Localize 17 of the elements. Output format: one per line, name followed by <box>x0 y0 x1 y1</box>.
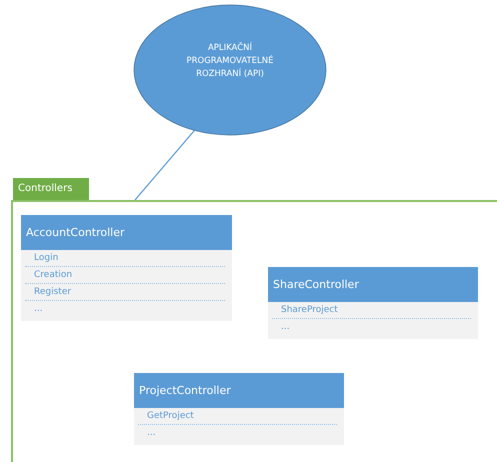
method-item: ShareProject <box>272 302 471 319</box>
method-item: Creation <box>25 267 225 284</box>
method-item: GetProject <box>138 408 337 425</box>
method-item: Login <box>25 250 225 267</box>
class-header: ShareController <box>268 267 478 302</box>
class-header: AccountController <box>21 215 232 250</box>
class-card <box>268 267 478 339</box>
class-card <box>134 373 344 445</box>
method-item: ... <box>280 321 291 334</box>
class-card <box>21 215 232 321</box>
method-item: ... <box>146 427 157 440</box>
method-item: ... <box>33 303 44 316</box>
class-header: ProjectController <box>134 373 344 408</box>
group-tab: Controllers <box>13 178 89 200</box>
api-label: APLIKAČNÍ PROGRAMOVATELNÉ ROZHRANÍ (API) <box>185 42 274 80</box>
connector-line <box>134 130 195 200</box>
method-item: Register <box>25 284 225 301</box>
